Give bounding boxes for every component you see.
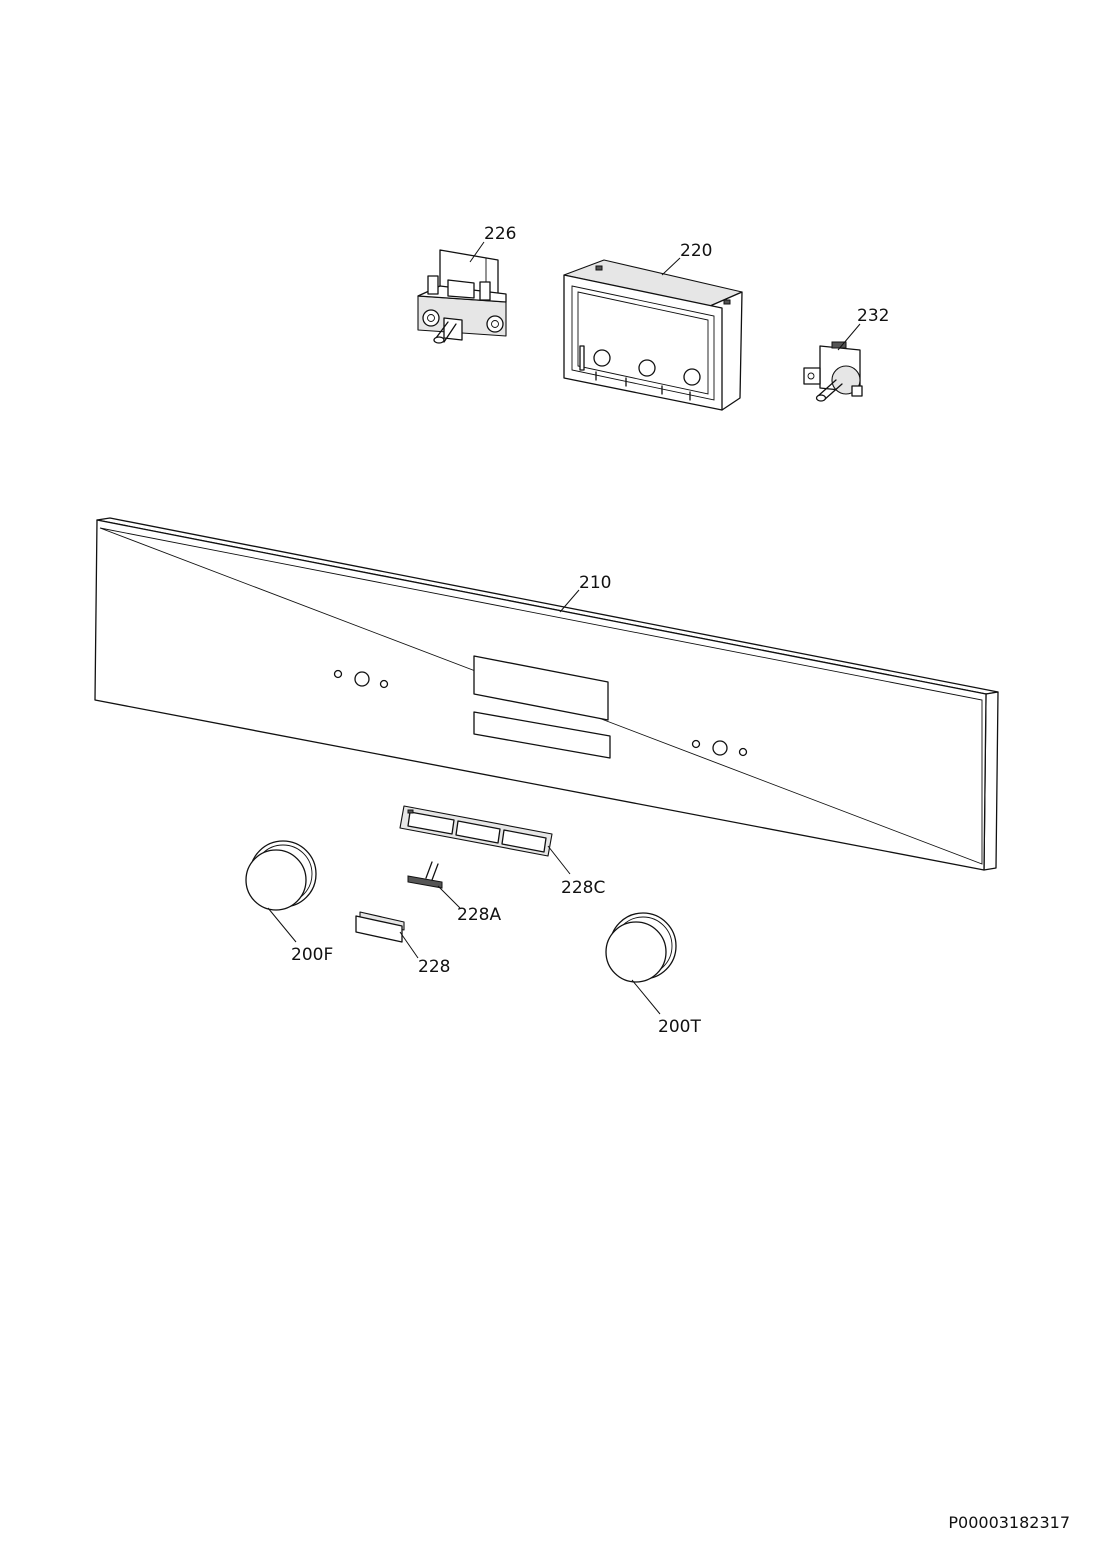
part-210-control-panel <box>94 517 999 871</box>
leader-220 <box>661 257 681 276</box>
label-226: 226 <box>484 224 516 244</box>
label-200t: 200T <box>658 1017 701 1037</box>
part-228c-button-frame <box>399 805 553 857</box>
leader-228a <box>437 885 461 909</box>
part-228a-push-rod <box>407 861 443 889</box>
leader-228 <box>399 931 419 959</box>
label-228a: 228A <box>457 905 501 925</box>
label-200f: 200F <box>291 945 333 965</box>
label-220: 220 <box>680 241 712 261</box>
leader-200t <box>631 979 661 1015</box>
label-228c: 228C <box>561 878 605 898</box>
leader-210 <box>559 589 580 613</box>
label-228: 228 <box>418 957 450 977</box>
part-200t-knob <box>605 912 677 983</box>
part-220-display-housing <box>563 259 743 411</box>
leader-228c <box>547 845 571 875</box>
part-200f-knob <box>245 840 317 911</box>
leader-200f <box>267 907 297 943</box>
label-210: 210 <box>579 573 611 593</box>
label-232: 232 <box>857 306 889 326</box>
leader-226 <box>469 241 485 263</box>
part-232-encoder <box>803 341 863 402</box>
document-id: P00003182317 <box>948 1513 1070 1532</box>
leader-lines <box>267 241 861 1015</box>
part-228-button-cap <box>355 911 405 943</box>
leader-232 <box>837 323 861 351</box>
part-226-switch <box>417 249 507 344</box>
